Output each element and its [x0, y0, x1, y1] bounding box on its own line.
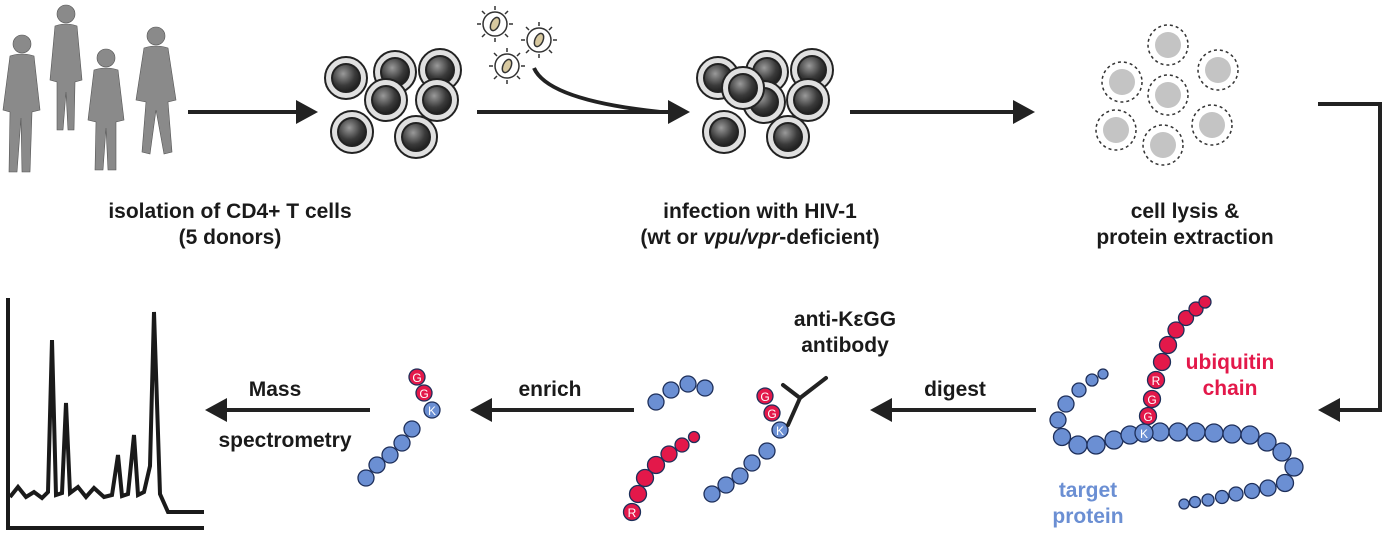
- lysine-bead: K: [1134, 423, 1154, 443]
- lysed-cell-icon: [1197, 49, 1239, 91]
- svg-text:G: G: [767, 407, 776, 421]
- cell-icon: [394, 115, 438, 159]
- virus-particle-icon: [489, 48, 525, 84]
- svg-text:G: G: [1147, 393, 1156, 407]
- svg-text:G: G: [760, 390, 769, 404]
- antibody-label: anti-KεGG antibody: [765, 307, 925, 359]
- arrow-isolation-to-cells: [188, 100, 318, 124]
- cell-icon: [766, 115, 810, 159]
- ubiquitin-label-line2: chain: [1202, 377, 1258, 400]
- svg-text:K: K: [428, 404, 436, 418]
- arrow-enrich: [470, 398, 634, 422]
- infection-label-suffix: -deficient): [779, 226, 880, 249]
- enriched-peptide-icon: K G G: [357, 368, 441, 487]
- lysed-cells-icon: [1095, 24, 1239, 166]
- arrow-mass-spectrometry: [205, 398, 370, 422]
- svg-text:K: K: [1140, 427, 1148, 441]
- arrow-lysis-to-protein: [1318, 102, 1382, 422]
- mass-spectrum-icon: [6, 298, 204, 530]
- lysed-cell-icon: [1101, 61, 1143, 103]
- target-protein-label: target protein: [1038, 478, 1138, 530]
- cell-icon: [330, 110, 374, 154]
- ubiquitinated-protein-icon: K G G R: [1049, 295, 1304, 510]
- donor-figures-icon: [2, 4, 177, 173]
- digest-label: digest: [924, 378, 986, 401]
- target-label-line1: target: [1058, 479, 1118, 502]
- virus-particle-icon: [477, 6, 513, 42]
- donor-figure-icon: [49, 4, 83, 131]
- isolation-label-line2: (5 donors): [178, 226, 282, 249]
- lysis-label-line1: cell lysis &: [1130, 200, 1240, 223]
- ubiquitin-chain-label: ubiquitin chain: [1180, 350, 1280, 402]
- lysis-label: cell lysis & protein extraction: [1060, 199, 1310, 251]
- lysis-label-line2: protein extraction: [1096, 226, 1274, 249]
- cell-icon: [702, 110, 746, 154]
- target-label-line2: protein: [1052, 505, 1124, 528]
- infection-label-line2: (wt or vpu/vpr-deficient): [560, 225, 960, 251]
- arrow-infection-to-lysis: [850, 100, 1035, 124]
- donor-figure-icon: [135, 26, 177, 155]
- ms-label-line1: Mass: [248, 378, 302, 401]
- antibody-label-line2: antibody: [801, 334, 889, 357]
- cell-icon: [324, 56, 368, 100]
- ubiquitin-label-line1: ubiquitin: [1185, 351, 1275, 374]
- svg-text:K: K: [776, 424, 784, 438]
- svg-text:G: G: [1143, 410, 1152, 424]
- cell-icon: [786, 78, 830, 122]
- infection-label-genes: vpu/vpr: [703, 226, 780, 249]
- digested-peptides-icon: R K G G: [622, 375, 789, 522]
- lysed-cell-icon: [1147, 24, 1189, 66]
- ms-label-line2: spectrometry: [218, 429, 352, 452]
- lysed-cell-icon: [1191, 104, 1233, 146]
- arrow-cells-to-infection: [477, 67, 690, 124]
- antibody-icon: [781, 376, 828, 427]
- enrich-label: enrich: [518, 378, 582, 401]
- arrow-digest: [870, 398, 1036, 422]
- infection-label-prefix: (wt or: [640, 226, 704, 249]
- isolation-label-line1: isolation of CD4+ T cells: [108, 200, 352, 223]
- infection-label: infection with HIV-1 (wt or vpu/vpr-defi…: [560, 199, 960, 251]
- hiv-virus-icon: [477, 6, 557, 84]
- infected-cells-icon: [696, 48, 834, 159]
- svg-text:R: R: [1152, 374, 1161, 388]
- cell-icon: [364, 78, 408, 122]
- infection-label-line1: infection with HIV-1: [663, 200, 857, 223]
- virus-particle-icon: [521, 22, 557, 58]
- isolation-label: isolation of CD4+ T cells (5 donors): [40, 199, 420, 251]
- svg-text:G: G: [419, 387, 428, 401]
- antibody-label-line1: anti-KεGG: [793, 308, 897, 331]
- donor-figure-icon: [2, 34, 41, 173]
- cd4-cells-icon: [324, 48, 462, 159]
- lysed-cell-icon: [1095, 109, 1137, 151]
- svg-text:G: G: [412, 371, 421, 385]
- lysed-cell-icon: [1147, 74, 1189, 116]
- cell-icon: [721, 66, 765, 110]
- donor-figure-icon: [87, 48, 125, 171]
- cell-icon: [415, 78, 459, 122]
- lysed-cell-icon: [1142, 124, 1184, 166]
- svg-text:R: R: [628, 506, 637, 520]
